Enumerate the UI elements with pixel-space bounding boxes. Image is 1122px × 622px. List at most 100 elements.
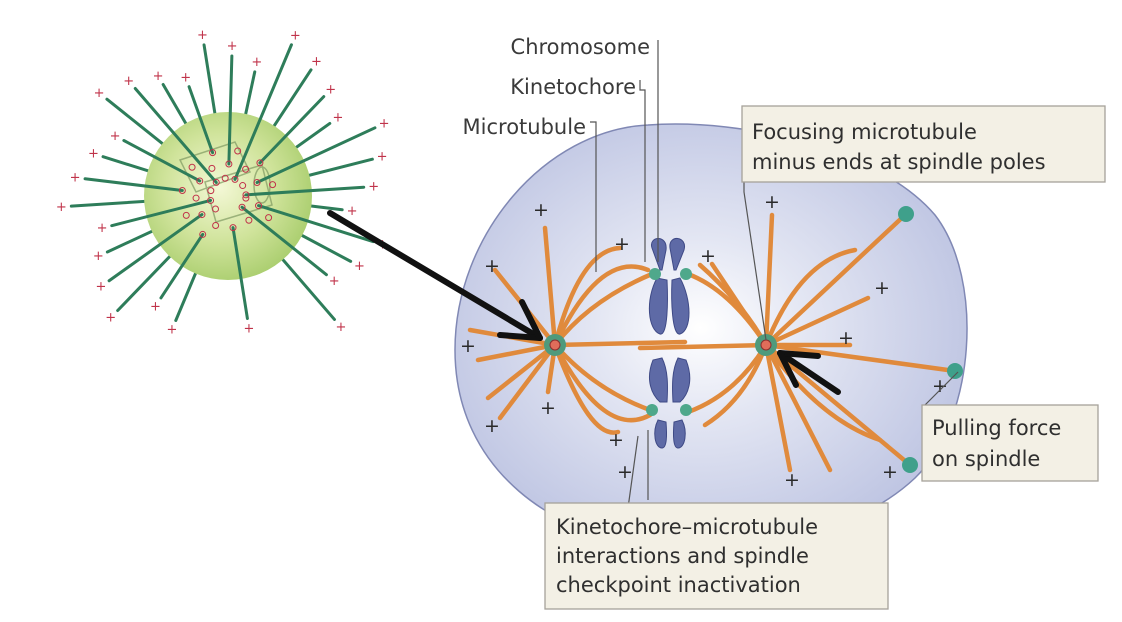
spindle-microtubule <box>552 342 653 423</box>
microtubule-root <box>221 174 229 182</box>
spindle-microtubule <box>475 342 558 363</box>
spindle-microtubule <box>497 342 558 421</box>
spindle-microtubule <box>552 271 655 348</box>
centrosome-plus-end-label: + <box>56 200 67 215</box>
centrosome-plus-end-label: + <box>97 221 108 236</box>
arrow-centrosome-to-pole <box>327 210 543 341</box>
centrosome-microtubule <box>255 126 377 185</box>
spindle-microtubule <box>763 342 883 443</box>
centrosome-plus-end-label: + <box>94 86 105 101</box>
centrosome-plus-end-label: + <box>244 321 255 336</box>
spindle-microtubule <box>763 342 793 473</box>
callout-km-line3: checkpoint inactivation <box>556 573 801 597</box>
microtubule-root <box>192 194 200 202</box>
centrosome-plus-end-label: + <box>110 129 121 144</box>
callout-pulling-line2: on spindle <box>932 447 1040 471</box>
centrosome-plus-end-label: + <box>311 55 322 70</box>
microtubule-root <box>178 186 186 194</box>
centrosome-plus-end-label: + <box>347 204 358 219</box>
microtubule-root <box>242 165 250 173</box>
cortical-anchors <box>898 206 963 473</box>
arrow-to-right-pole <box>777 350 841 395</box>
centrosome-plus-end-label: + <box>197 28 208 43</box>
chromosome-bottom <box>649 357 691 449</box>
centrosome-plus-end-label: + <box>153 69 164 84</box>
centrosome-microtubule <box>133 86 218 184</box>
microtubule-root <box>242 191 250 199</box>
spindle-microtubule <box>763 212 775 348</box>
microtubule-root <box>188 163 196 171</box>
centrosome-plus-end-label: + <box>227 39 238 54</box>
callout-km-line2: interactions and spindle <box>556 544 809 568</box>
label-leaders <box>590 40 959 509</box>
microtubule-root <box>238 203 246 211</box>
spindle-microtubule <box>552 245 623 348</box>
spindle-microtubule <box>763 295 871 348</box>
centrosome-plus-end-label: + <box>93 249 104 264</box>
spindle-microtubule <box>542 225 558 348</box>
microtubule-root <box>207 196 215 204</box>
microtubule-root <box>212 222 220 230</box>
spindle-microtubule <box>702 342 769 428</box>
microtubule-root <box>212 178 220 186</box>
centrosome-plus-end-label: + <box>377 150 388 165</box>
centrosome-plus-end-label: + <box>368 180 379 195</box>
spindle-plus-end-label: + <box>484 415 500 437</box>
spindle-plus-end-label: + <box>484 255 500 277</box>
centrosome-plus-end-label: + <box>336 320 347 335</box>
spindle-plus-end-label: + <box>764 191 780 213</box>
centrosome-plus-end-label: + <box>166 323 177 338</box>
spindle-plus-end-label: + <box>533 199 549 221</box>
spindle-microtubules <box>467 211 958 473</box>
microtubule-root <box>225 160 233 168</box>
centrosome-microtubule <box>122 139 202 183</box>
microtubule-root <box>182 211 190 219</box>
spindle-plus-end-label: + <box>784 469 800 491</box>
centrosome-plus-end-label: + <box>88 147 99 162</box>
microtubule-root <box>256 159 264 167</box>
centrosome-plus-end-label: + <box>123 74 134 89</box>
centrosome-microtubule <box>83 177 184 192</box>
microtubule-root <box>239 182 247 190</box>
microtubule-root <box>234 147 242 155</box>
centrosome-plus-end-label: + <box>70 171 81 186</box>
spindle-microtubule <box>552 342 653 413</box>
spindle-microtubule <box>763 342 913 468</box>
microtubule-root <box>209 149 217 157</box>
centrosome-microtubule <box>258 95 326 165</box>
callout-focusing-line1: Focusing microtubule <box>752 120 977 144</box>
microtubule-root <box>207 187 215 195</box>
centrosome-microtubule <box>240 205 328 277</box>
spindle-plus-end-label: + <box>540 397 556 419</box>
callout-pulling-line1: Pulling force <box>932 416 1061 440</box>
centrosome-plus-end-label: + <box>329 274 340 289</box>
spindle-microtubule <box>709 261 769 348</box>
centrosome-microtubule <box>233 43 293 181</box>
spindle-microtubule <box>552 339 688 348</box>
microtubule-root <box>269 181 277 189</box>
microtubule-root <box>231 175 239 183</box>
centrosome-microtubule <box>159 232 205 300</box>
centrosome-microtubule <box>110 198 213 228</box>
label-kinetochore: Kinetochore <box>510 75 636 99</box>
centrosome-body <box>144 112 312 280</box>
microtubule-root <box>196 177 204 185</box>
spindle-plus-ends: +++++++++++++++ <box>460 191 948 491</box>
spindle-microtubule <box>552 342 621 435</box>
microtubule-root <box>229 224 237 232</box>
microtubule-root <box>208 164 216 172</box>
microtubule-root <box>253 179 261 187</box>
centrosome-plus-end-label: + <box>332 111 343 126</box>
spindle-plus-end-label: + <box>614 233 630 255</box>
spindle-microtubule <box>763 342 833 473</box>
centrosome-plus-end-label: + <box>251 55 262 70</box>
microtubule-root <box>212 205 220 213</box>
spindle-plus-end-label: + <box>460 335 476 357</box>
spindle-microtubule <box>763 342 958 374</box>
centrosome-plus-end-label: + <box>379 117 390 132</box>
spindle-microtubule <box>763 211 909 348</box>
spindle-plus-end-label: + <box>932 375 948 397</box>
label-chromosome: Chromosome <box>511 35 650 59</box>
callout-pulling: Pulling force on spindle <box>921 404 1099 482</box>
centrosome-microtubule <box>231 226 249 320</box>
